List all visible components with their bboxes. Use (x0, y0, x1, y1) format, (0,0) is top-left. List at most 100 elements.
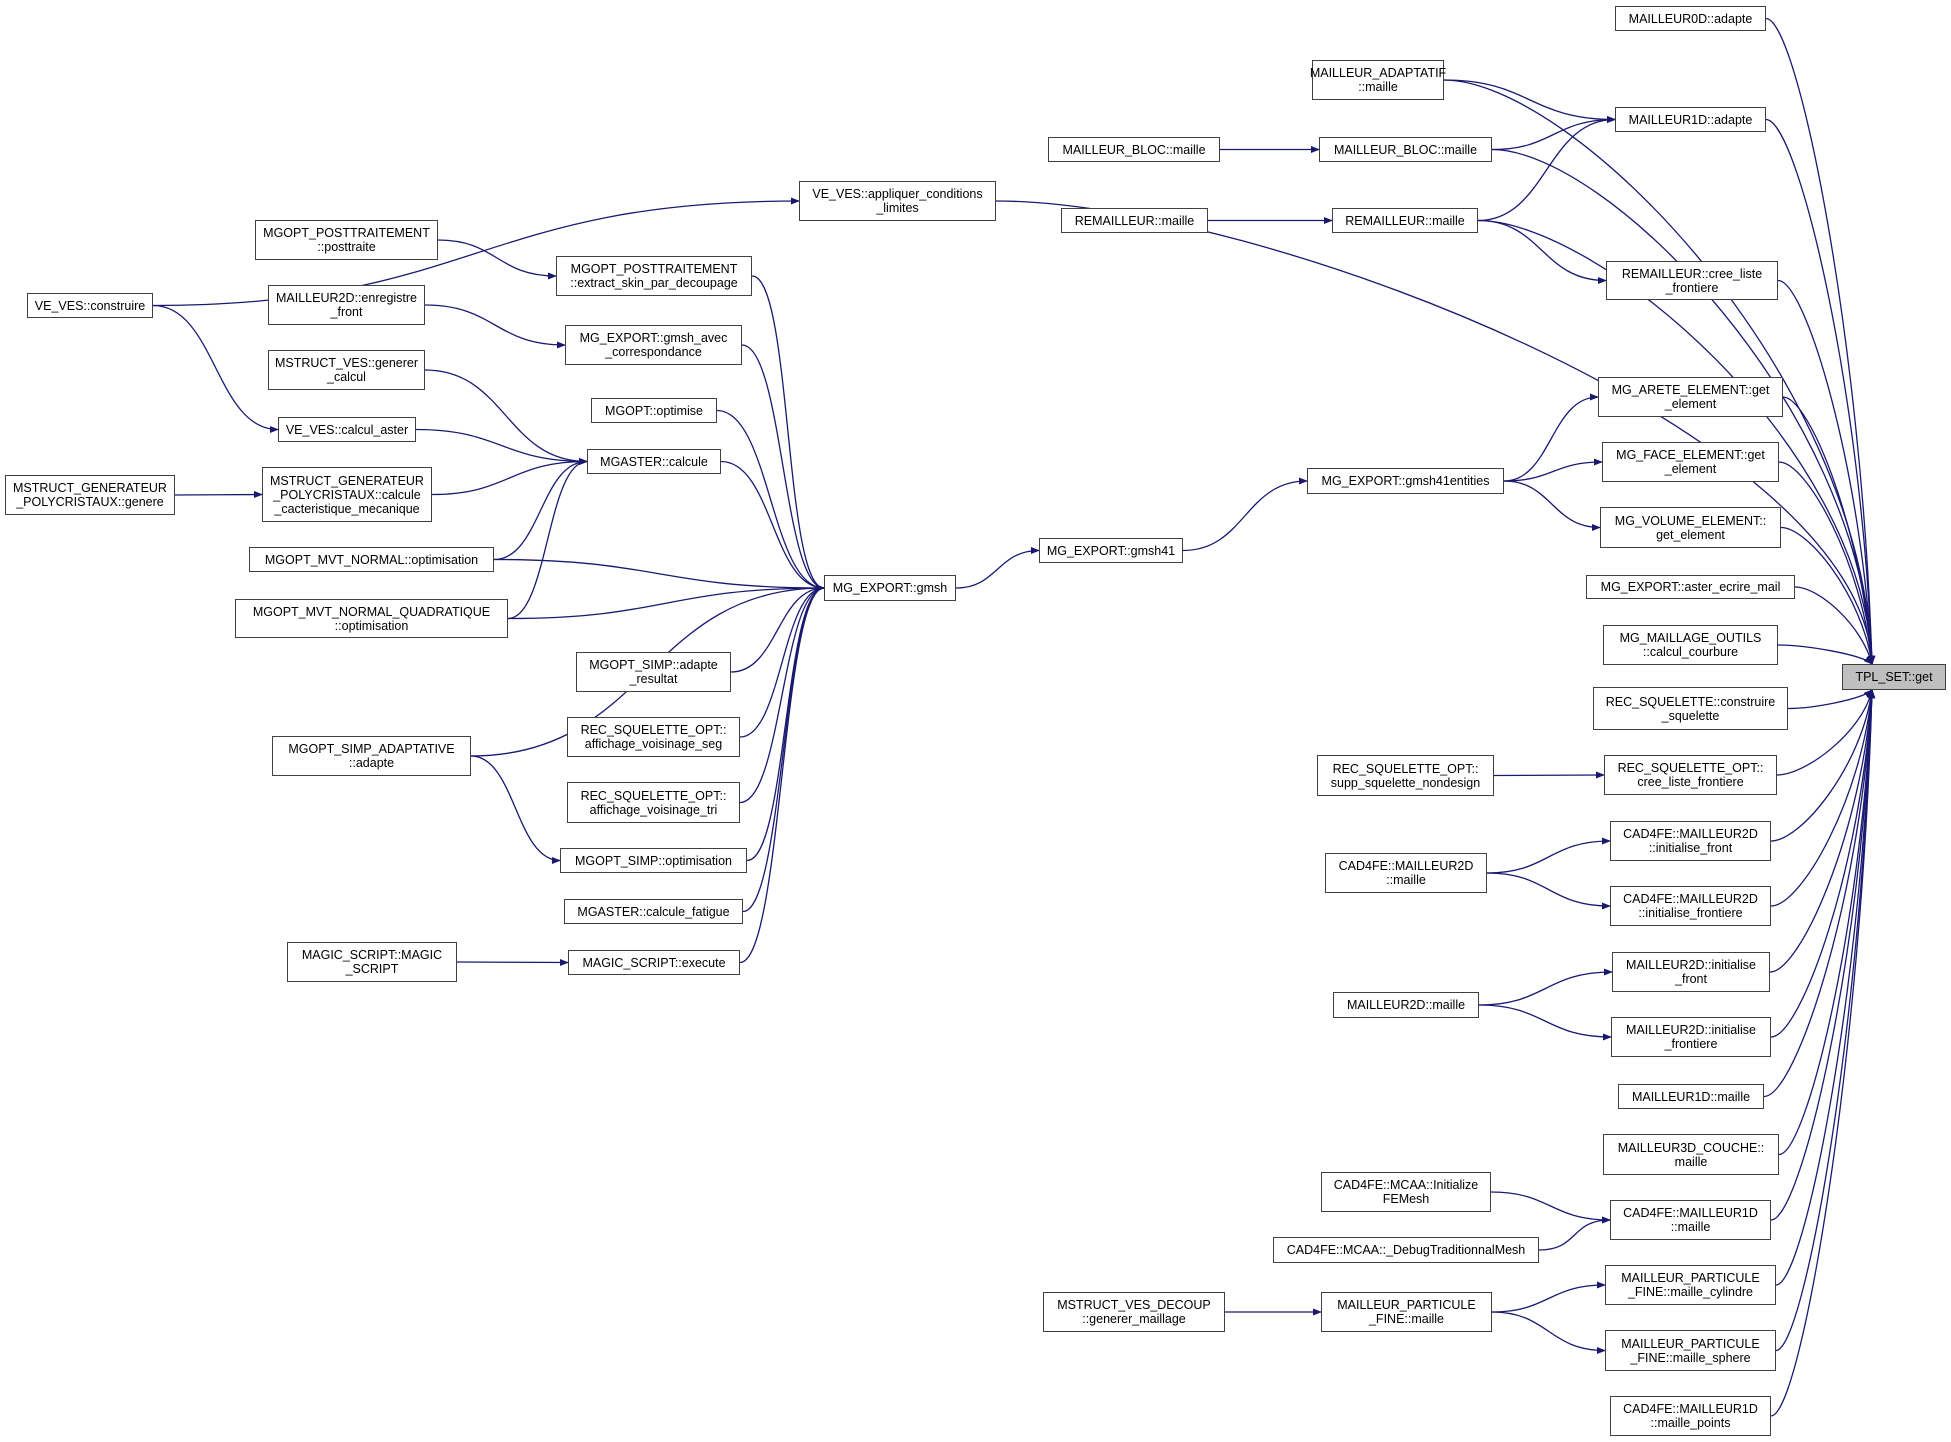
graph-node[interactable]: MGOPT_POSTTRAITEMENT::posttraite (255, 220, 438, 260)
graph-node[interactable]: REC_SQUELETTE_OPT::cree_liste_frontiere (1604, 755, 1777, 795)
graph-node[interactable]: CAD4FE::MAILLEUR1D::maille (1610, 1200, 1771, 1240)
graph-node[interactable]: MG_EXPORT::gmsh (824, 575, 956, 601)
node-label: MGOPT_SIMP::optimisation (575, 853, 732, 868)
graph-node[interactable]: REC_SQUELETTE_OPT::supp_squelette_nondes… (1317, 755, 1494, 796)
node-label: ::extract_skin_par_decoupage (570, 276, 738, 290)
node-label: maille (1674, 1154, 1708, 1169)
graph-node[interactable]: MAGIC_SCRIPT::execute (568, 950, 740, 975)
node-label: REMAILLEUR::maille (1074, 213, 1195, 228)
node-label: REC_SQUELETTE_OPT:: (1332, 761, 1479, 776)
node-label: ::calcul_courbure (1642, 645, 1739, 659)
node-label: MGASTER::calcule (600, 454, 708, 469)
graph-node[interactable]: MGASTER::calcule_fatigue (564, 899, 743, 924)
graph-node[interactable]: MG_ARETE_ELEMENT::get_element (1598, 377, 1783, 417)
node-label: MG_EXPORT::gmsh (832, 581, 948, 595)
node-label: _FINE::maille_cylindre (1627, 1285, 1754, 1299)
call-edge (1770, 689, 1876, 1221)
graph-node[interactable]: MGOPT_SIMP::adapte_resultat (576, 652, 731, 692)
node-label: _frontiere (1665, 280, 1719, 295)
graph-node[interactable]: MG_FACE_ELEMENT::get_element (1602, 442, 1779, 482)
graph-node[interactable]: REC_SQUELETTE_OPT::affichage_voisinage_s… (567, 717, 740, 757)
graph-node[interactable]: MSTRUCT_VES_DECOUP::generer_maillage (1043, 1292, 1225, 1332)
node-label: MAGIC_SCRIPT::MAGIC (301, 948, 443, 962)
call-edge (741, 344, 825, 592)
graph-node[interactable]: MGOPT_MVT_NORMAL::optimisation (249, 547, 494, 572)
graph-node[interactable]: MAILLEUR0D::adapte (1615, 6, 1766, 31)
node-label: _front (330, 305, 363, 319)
node-label: ::maille (1386, 873, 1426, 887)
graph-node[interactable]: MGOPT_POSTTRAITEMENT::extract_skin_par_d… (556, 256, 752, 296)
call-edge (415, 428, 588, 466)
node-label: MG_EXPORT::aster_ecrire_mail (1600, 580, 1781, 594)
graph-node[interactable]: CAD4FE::MCAA::_DebugTraditionnalMesh (1273, 1237, 1539, 1263)
call-edge (424, 304, 566, 349)
call-edge (1491, 1311, 1606, 1355)
call-edge (1770, 689, 1875, 907)
graph-node[interactable]: MAILLEUR_PARTICULE_FINE::maille_cylindre (1605, 1265, 1776, 1305)
node-label: _POLYCRISTAUX::calcule (273, 487, 421, 502)
node-label: MAILLEUR_PARTICULE (1621, 1271, 1760, 1285)
call-edge (716, 409, 825, 592)
graph-node[interactable]: MAGIC_SCRIPT::MAGIC_SCRIPT (287, 942, 457, 982)
node-label: _calcul (327, 370, 366, 384)
call-edge (431, 457, 588, 496)
graph-node[interactable]: CAD4FE::MAILLEUR2D::initialise_frontiere (1610, 886, 1771, 926)
graph-node[interactable]: MGOPT_SIMP::optimisation (560, 848, 747, 873)
graph-node[interactable]: REC_SQUELETTE_OPT::affichage_voisinage_t… (567, 782, 740, 823)
graph-node[interactable]: MAILLEUR_BLOC::maille (1319, 137, 1492, 162)
graph-node[interactable]: MAILLEUR2D::initialise_front (1612, 952, 1770, 992)
graph-node[interactable]: MGOPT_MVT_NORMAL_QUADRATIQUE::optimisati… (235, 599, 508, 638)
graph-node[interactable]: MAILLEUR2D::maille (1333, 992, 1479, 1018)
graph-node[interactable]: MAILLEUR1D::maille (1618, 1084, 1764, 1109)
graph-node[interactable]: MSTRUCT_GENERATEUR_POLYCRISTAUX::calcule… (262, 467, 432, 522)
node-label: _correspondance (605, 345, 702, 359)
graph-node[interactable]: MG_EXPORT::gmsh41entities (1307, 468, 1504, 494)
call-edge (1503, 480, 1601, 532)
graph-node[interactable]: MAILLEUR_PARTICULE_FINE::maille_sphere (1605, 1330, 1776, 1371)
graph-node[interactable]: MG_EXPORT::gmsh_avec_correspondance (565, 325, 742, 365)
graph-node[interactable]: CAD4FE::MAILLEUR2D::initialise_front (1610, 821, 1771, 861)
graph-node[interactable]: MG_MAILLAGE_OUTILS::calcul_courbure (1603, 625, 1778, 665)
call-edge (1775, 689, 1876, 1286)
node-label: VE_VES::construire (34, 298, 146, 313)
root-node[interactable]: TPL_SET::get (1842, 664, 1946, 690)
graph-node[interactable]: MG_EXPORT::gmsh41 (1039, 538, 1183, 563)
node-label: _POLYCRISTAUX::genere (16, 495, 164, 509)
graph-node[interactable]: MAILLEUR2D::enregistre_front (268, 285, 425, 325)
node-label: _frontiere (1664, 1037, 1718, 1051)
node-label: MAILLEUR_PARTICULE (1337, 1298, 1476, 1312)
node-label: _element (1664, 397, 1717, 411)
node-label: MGOPT_SIMP_ADAPTATIVE (288, 742, 455, 756)
node-label: MAGIC_SCRIPT::execute (582, 955, 726, 970)
graph-node[interactable]: VE_VES::construire (27, 293, 153, 318)
graph-node[interactable]: MG_VOLUME_ELEMENT::get_element (1600, 507, 1781, 548)
graph-node[interactable]: VE_VES::calcul_aster (278, 417, 416, 442)
graph-node[interactable]: REC_SQUELETTE::construire_squelette (1593, 687, 1788, 730)
graph-node[interactable]: VE_VES::appliquer_conditions_limites (799, 181, 996, 221)
graph-node[interactable]: REMAILLEUR::cree_liste_frontiere (1606, 261, 1778, 300)
graph-node[interactable]: MG_EXPORT::aster_ecrire_mail (1586, 575, 1795, 599)
graph-node[interactable]: CAD4FE::MAILLEUR1D::maille_points (1610, 1396, 1771, 1436)
graph-node[interactable]: MSTRUCT_GENERATEUR_POLYCRISTAUX::genere (5, 475, 175, 515)
graph-node[interactable]: MGOPT_SIMP_ADAPTATIVE::adapte (272, 736, 471, 776)
graph-node[interactable]: MAILLEUR_PARTICULE_FINE::maille (1321, 1292, 1492, 1332)
node-label: _limites (876, 201, 919, 215)
graph-node[interactable]: MAILLEUR_BLOC::maille (1048, 137, 1220, 162)
node-label: _SCRIPT (345, 962, 399, 976)
graph-node[interactable]: MAILLEUR3D_COUCHE::maille (1603, 1134, 1779, 1175)
graph-node[interactable]: MGOPT::optimise (591, 398, 717, 423)
graph-node[interactable]: CAD4FE::MAILLEUR2D::maille (1325, 853, 1487, 893)
node-label: MAILLEUR3D_COUCHE:: (1617, 1140, 1765, 1155)
node-label: REMAILLEUR::maille (1345, 213, 1465, 228)
call-edge (1782, 396, 1875, 665)
graph-node[interactable]: MSTRUCT_VES::generer_calcul (268, 350, 425, 390)
graph-node[interactable]: MAILLEUR_ADAPTATIF::maille (1310, 60, 1446, 100)
graph-node[interactable]: MGASTER::calcule (587, 449, 721, 474)
call-edge (1765, 17, 1876, 665)
graph-node[interactable]: MAILLEUR2D::initialise_frontiere (1611, 1017, 1771, 1057)
graph-node[interactable]: REMAILLEUR::maille (1061, 208, 1208, 233)
graph-node[interactable]: MAILLEUR1D::adapte (1615, 107, 1766, 132)
node-label: MGOPT_MVT_NORMAL_QUADRATIQUE (252, 604, 491, 619)
graph-node[interactable]: REMAILLEUR::maille (1332, 208, 1478, 233)
